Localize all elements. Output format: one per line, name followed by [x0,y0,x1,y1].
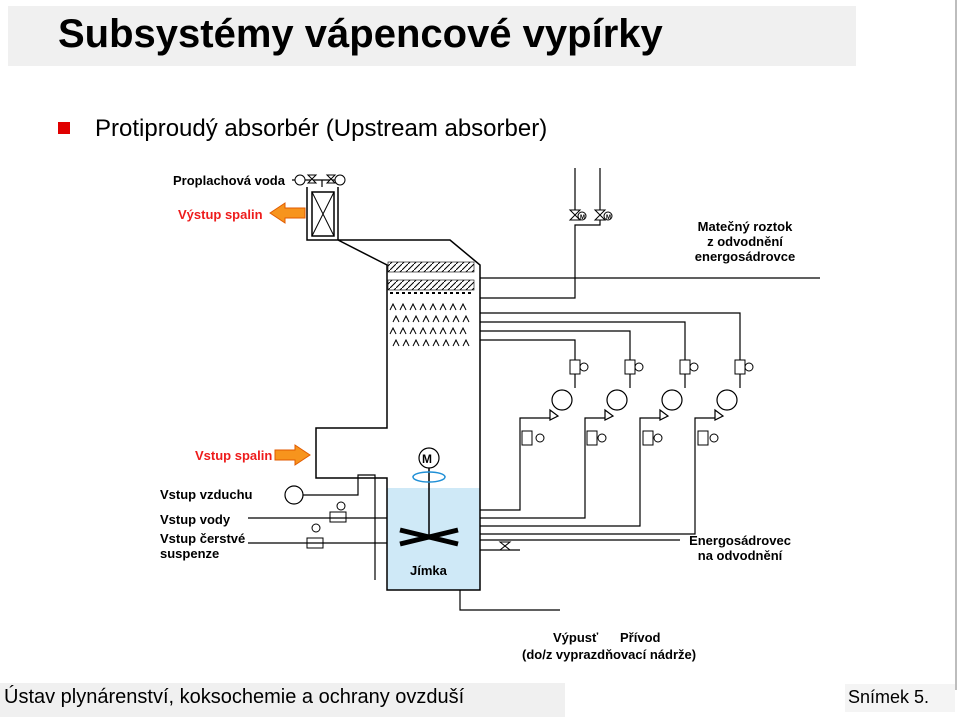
fresh-susp-label: Vstup čerstvé suspenze [160,531,245,561]
water-in-label: Vstup vody [160,512,231,527]
agitator-blades [399,527,459,547]
gypsum-pipes [459,539,680,611]
slide-number: Snímek 5. [848,687,930,707]
drain-label: Výpusť [553,630,599,645]
rinse-water-valves [294,174,346,186]
slide-number-box [845,684,955,712]
mother-liquor-line-3: energosádrovce [694,249,796,264]
right-border-line [955,0,957,690]
gypsum-line-2: na odvodnění [697,548,783,563]
pump-valves-lower [521,430,719,446]
rinse-water-label: Proplachová voda [173,173,285,188]
flue-gas-in-label: Vstup spalin [195,448,273,463]
sump-label: Jímka [410,563,447,578]
packing-layer-1 [387,261,475,273]
header-pipes [480,168,820,388]
valve-motor-label: M [580,215,585,221]
gypsum-line-1: Energosádrovec [689,533,791,548]
pump-valves-upper [569,359,754,375]
drain-valve [498,541,512,551]
mother-liquor-label: Matečný roztok z odvodnění energosádrovc… [680,219,810,264]
slide-title: Subsystémy vápencové vypírky [58,12,663,56]
footer-institute: Ústav plynárenství, koksochemie a ochran… [4,686,465,708]
flue-gas-out-label: Výstup spalin [178,207,263,222]
fresh-susp-line-2: suspenze [160,546,220,561]
mother-liquor-line-2: z odvodnění [707,234,783,249]
subtitle: Protiproudý absorbér (Upstream absorber) [95,115,548,142]
water-valve-motor [336,501,346,511]
mother-liquor-valves [568,209,613,221]
circulation-pumps [549,389,738,421]
tank-note-label: (do/z vyprazdňovací nádrže) [522,647,697,662]
footer-bar [0,683,565,717]
flue-gas-out-arrow [269,202,306,224]
absorber-body [306,187,481,591]
valve-motor-label: M [606,215,611,221]
packing-layer-2 [387,279,475,291]
fresh-susp-valve-motor [311,523,321,533]
bullet-icon [58,122,70,134]
gypsum-label: Energosádrovec na odvodnění [680,533,800,563]
fresh-susp-line-1: Vstup čerstvé [160,531,246,546]
title-bar [8,6,856,66]
mother-liquor-line-1: Matečný roztok [697,219,793,234]
air-pipe [303,474,376,580]
nozzle-rows [389,302,470,347]
flue-gas-in-arrow [274,444,311,466]
demister [311,191,335,237]
air-blower [284,485,304,505]
agitator-motor-label: M [422,452,432,466]
air-in-label: Vstup vzduchu [160,487,253,502]
supply-label: Přívod [620,630,661,645]
water-valve [329,511,347,523]
agitator-rotation-arrow [412,471,446,483]
